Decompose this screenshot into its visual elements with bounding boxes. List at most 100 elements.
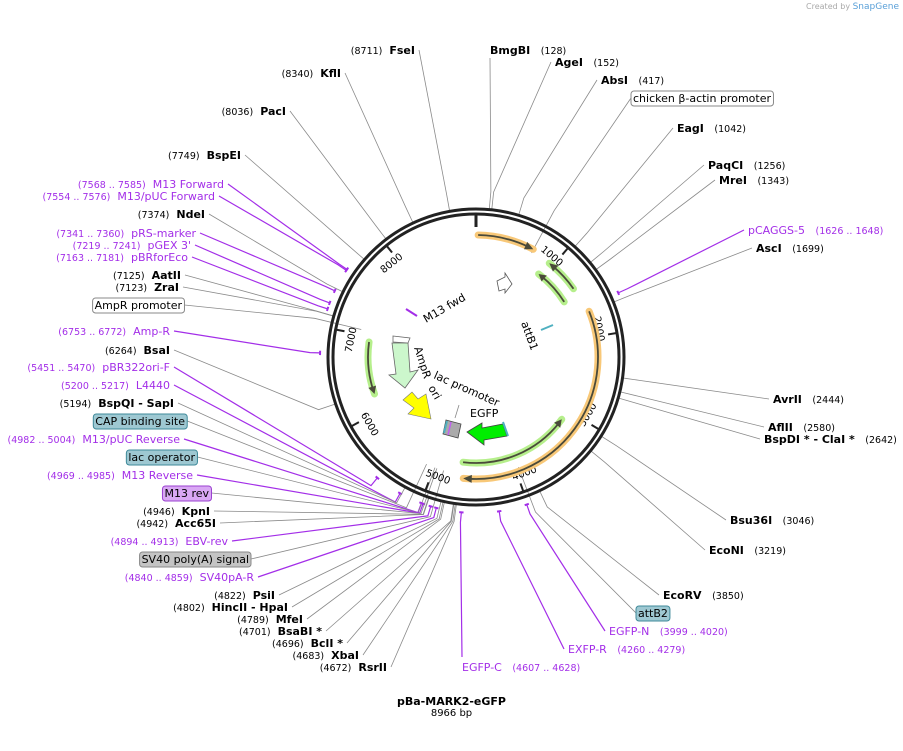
enzyme-site-rsrii[interactable]: (4672) RsrII [320,661,387,674]
egfp-arrow[interactable] [466,422,508,446]
label-position: (7341 .. 7360) [56,229,124,240]
enzyme-site-bsabi[interactable]: (4701) BsaBI * [239,625,322,638]
svg-text:(4683) XbaI: (4683) XbaI [293,649,359,662]
primer-m13-forward[interactable]: (7568 .. 7585) M13 Forward [78,178,224,191]
enzyme-site-hincii-hpai[interactable]: (4802) HincII - HpaI [173,601,288,614]
enzyme-site-kfli[interactable]: (8340) KflI [282,67,341,80]
label-name: PsiI [253,589,275,602]
label-name: pBRforEco [131,251,188,264]
cds-arc-orange-1[interactable] [474,231,537,253]
enzyme-site-bspqi-sapi[interactable]: (5194) BspQI - SapI [60,397,174,410]
enzyme-site-paci[interactable]: (8036) PacI [222,105,286,118]
feature-sv40-poly-a-signal[interactable]: SV40 poly(A) signal [139,551,252,568]
enzyme-site-asci[interactable]: AscI (1699) [756,242,824,255]
feature-ampr-promoter[interactable]: AmpR promoter [92,297,185,314]
label-position: (3850) [712,591,744,602]
label-connector [517,467,637,614]
svg-text:BmgBI (128): BmgBI (128) [490,44,566,57]
primer-ebv-rev[interactable]: (4894 .. 4913) EBV-rev [111,535,229,548]
enzyme-site-bsai[interactable]: (6264) BsaI [105,344,170,357]
label-name: L4440 [136,379,170,392]
primer-amp-r[interactable]: (6753 .. 6772) Amp-R [58,325,170,338]
label-position: (4822) [214,591,246,602]
enzyme-site-ndei[interactable]: (7374) NdeI [138,208,205,221]
enzyme-site-fsei[interactable]: (8711) FseI [351,44,415,57]
enzyme-site-absi[interactable]: AbsI (417) [601,74,664,87]
feature-cap-binding-site[interactable]: CAP binding site [92,413,188,430]
label-name: M13 Reverse [122,469,193,482]
enzyme-site-mrei[interactable]: MreI (1343) [719,174,789,187]
primer-m13-puc-reverse[interactable]: (4982 .. 5004) M13/pUC Reverse [8,433,181,446]
primer-pbrforeco[interactable]: (7163 .. 7181) pBRforEco [56,251,188,264]
primer-m13-reverse[interactable]: (4969 .. 4985) M13 Reverse [47,469,193,482]
enzyme-site-bspdi-clai[interactable]: BspDI * - ClaI * (2642) [764,433,897,446]
label-connector [617,229,745,294]
enzyme-site-kpni[interactable]: (4946) KpnI [143,505,210,518]
cds-arc-green-1[interactable] [535,270,568,306]
inner-label-ori: ori [425,383,443,402]
primer-l4440[interactable]: (5200 .. 5217) L4440 [61,379,170,392]
enzyme-site-eagi[interactable]: EagI (1042) [677,122,746,135]
enzyme-site-econi[interactable]: EcoNI (3219) [709,544,786,557]
enzyme-site-mfei[interactable]: (4789) MfeI [237,613,303,626]
feature-box [92,413,188,430]
label-name: ZraI [154,281,179,294]
primer-egfp-c[interactable]: EGFP-C (4607 .. 4628) [462,661,580,674]
feature-lac-operator[interactable]: lac operator [125,449,198,466]
label-name: BspDI * - ClaI * [764,433,855,446]
primer-m13-puc-forward[interactable]: (7554 .. 7576) M13/pUC Forward [42,190,215,203]
inner-label-m13fwd: M13 fwd [421,291,468,326]
primer-pgex-3[interactable]: (7219 .. 7241) pGEX 3' [73,239,191,252]
cds-arc-green-2[interactable] [545,259,577,293]
enzyme-site-bspei[interactable]: (7749) BspEI [168,149,241,162]
primer-exfp-r[interactable]: EXFP-R (4260 .. 4279) [568,643,685,656]
svg-text:attB2: attB2 [638,607,668,620]
enzyme-site-psii[interactable]: (4822) PsiI [214,589,275,602]
svg-text:lac operator: lac operator [128,451,195,464]
enzyme-site-aatii[interactable]: (7125) AatII [113,269,181,282]
label-position: (4260 .. 4279) [617,645,685,656]
cds-arc-orange-2[interactable] [459,307,602,483]
enzyme-site-ecorv[interactable]: EcoRV (3850) [663,589,744,602]
enzyme-site-paqci[interactable]: PaqCI (1256) [708,159,785,172]
svg-text:CAP binding site: CAP binding site [95,415,185,428]
enzyme-site-aflii[interactable]: AflII (2580) [768,421,835,434]
label-name: Bsu36I [730,514,772,527]
enzyme-site-bcli[interactable]: (4696) BclI * [272,637,343,650]
enzyme-site-avrii[interactable]: AvrII (2444) [773,393,844,406]
label-connector [596,179,716,270]
label-connector [526,504,606,632]
enzyme-site-agei[interactable]: AgeI (152) [555,56,619,69]
ori-arrow[interactable] [402,391,432,420]
label-name: lac operator [128,451,195,464]
ampr-arrow[interactable] [388,342,419,389]
label-connector [257,507,437,578]
feature-chicken-actin-promoter[interactable]: chicken β-actin promoter [630,90,774,107]
label-name: attB2 [638,607,668,620]
label-position: (4946) [143,507,175,518]
primer-pcaggs-5[interactable]: pCAGGS-5 (1626 .. 1648) [748,224,883,237]
enzyme-site-bmgbi[interactable]: BmgBI (128) [490,44,566,57]
label-name: AvrII [773,393,802,406]
ampr-promoter-mark [392,335,411,344]
labels-layer: (8711) FseI (8340) KflI (8036) PacI (7749) … [8,44,897,674]
primer-site-mark [616,290,621,296]
enzyme-site-bsu36i[interactable]: Bsu36I (3046) [730,514,814,527]
primer-pbr322ori-f[interactable]: (5451 .. 5470) pBR322ori-F [27,361,170,374]
feature-m13-rev[interactable]: M13 rev [161,485,212,502]
enzyme-site-zrai[interactable]: (7123) ZraI [115,281,179,294]
enzyme-site-xbai[interactable]: (4683) XbaI [293,649,359,662]
primer-sv40pa-r[interactable]: (4840 .. 4859) SV40pA-R [125,571,255,584]
label-connector [459,512,463,658]
primer-egfp-n[interactable]: EGFP-N (3999 .. 4020) [609,625,728,638]
svg-text:EagI (1042): EagI (1042) [677,122,746,135]
feature-attb2[interactable]: attB2 [635,605,671,622]
cds-arc-green-3[interactable] [459,415,566,467]
primer-prs-marker[interactable]: (7341 .. 7360) pRS-marker [56,227,196,240]
cds-arc-green-4[interactable] [364,338,379,398]
enzyme-site-acc65i[interactable]: (4942) Acc65I [136,517,216,530]
label-connector [244,154,365,260]
promoter-arrow[interactable] [496,271,513,295]
